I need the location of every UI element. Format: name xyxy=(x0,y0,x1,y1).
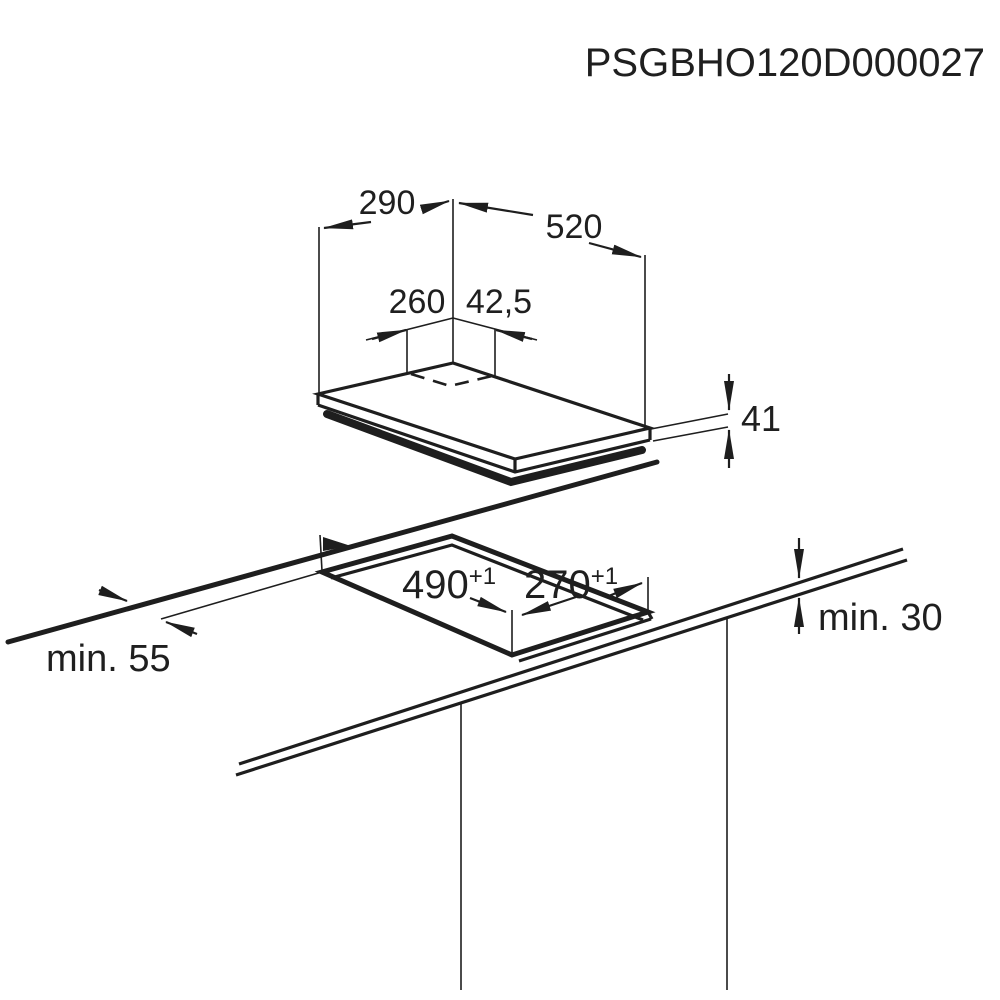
hob-dashed-join-line xyxy=(410,372,493,388)
dim-min-30: min. 30 xyxy=(794,538,943,639)
dim-490: 490+1 xyxy=(323,537,507,614)
hob-extension-lines xyxy=(318,199,646,428)
cutout-extension-lines xyxy=(319,534,649,654)
dim-min-30-label: min. 30 xyxy=(818,597,943,639)
dim-42-5: 42,5 xyxy=(452,283,538,342)
cabinet-lines xyxy=(460,618,728,990)
dim-520: 520 xyxy=(458,201,642,259)
dim-270-label: 270+1 xyxy=(524,563,618,607)
cutout-inner-wall-front xyxy=(518,617,652,663)
cutout-outline xyxy=(314,533,656,658)
dim-min-55-label: min. 55 xyxy=(46,638,171,680)
dim-260-label: 260 xyxy=(389,283,446,321)
dim-42-5-label: 42,5 xyxy=(466,283,532,321)
dim-min-55: min. 55 xyxy=(46,571,323,680)
cutout-inner-wall-back xyxy=(330,543,644,622)
hob-base-band xyxy=(323,410,646,487)
hob-slab-bottom-edge xyxy=(317,403,651,474)
worktop-front-edge xyxy=(235,547,908,777)
dim-490-left-arrow xyxy=(323,537,351,551)
dim-270: 270+1 xyxy=(521,563,643,617)
dim-490-label: 490+1 xyxy=(402,563,496,607)
dim-520-label: 520 xyxy=(546,208,603,246)
dim-290-label: 290 xyxy=(359,184,416,222)
dim-41: 41 xyxy=(650,374,781,468)
hob-view: 290 520 260 42,5 xyxy=(312,184,781,487)
dim-41-label: 41 xyxy=(741,398,781,439)
model-code-label: PSGBHO120D000027 xyxy=(585,41,985,85)
worktop-view: 490+1 270+1 min. 55 xyxy=(5,459,943,990)
dim-290: 290 xyxy=(323,184,450,230)
hob-body xyxy=(312,361,656,487)
worktop-cutout xyxy=(314,533,656,663)
dim-260: 260 xyxy=(365,283,454,343)
worktop-back-edge-line xyxy=(5,459,660,645)
